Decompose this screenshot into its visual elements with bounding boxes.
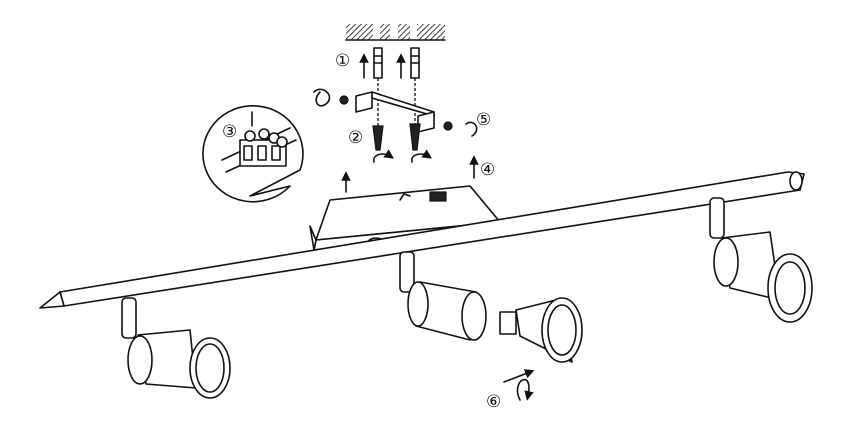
step-4-label: ④ (480, 160, 496, 180)
spotlight-bar (39, 171, 805, 309)
spotlight-middle (399, 251, 487, 341)
terminal-block-detail (202, 104, 304, 203)
step-5-label: ⑤ (476, 110, 492, 130)
step-6-label: ⑥ (486, 392, 502, 412)
mounting-bracket (313, 88, 478, 137)
step-3-label: ③ (222, 122, 238, 142)
spotlight-left (121, 297, 231, 399)
ceiling-hatch (345, 24, 446, 41)
wall-plug-icon (359, 47, 420, 79)
step-2-label: ② (348, 128, 364, 148)
screw-icon (372, 123, 432, 163)
step-1-label: ① (335, 51, 351, 71)
gu10-bulb (499, 297, 583, 363)
spotlight-right (709, 197, 813, 323)
